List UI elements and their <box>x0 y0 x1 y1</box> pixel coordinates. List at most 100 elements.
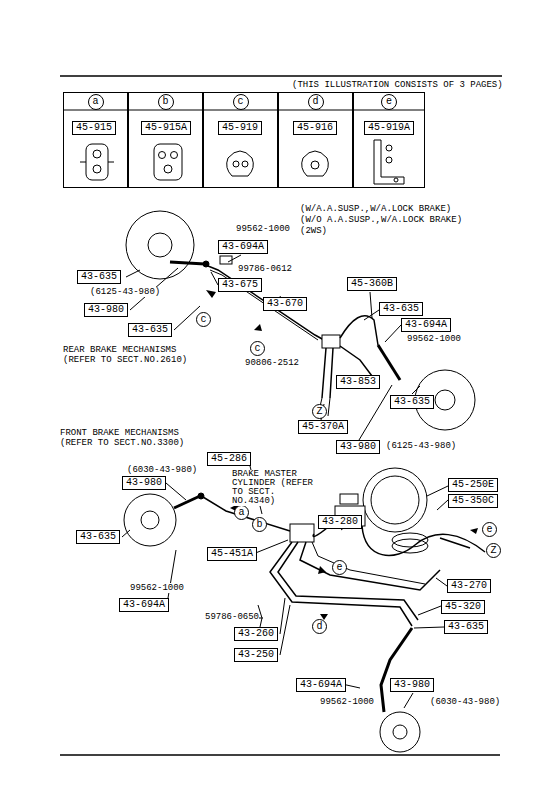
part-number: 43-980 <box>340 441 376 452</box>
callout-circle: Z <box>486 543 501 558</box>
callout-circle: e <box>482 522 497 537</box>
part-number-box: 45-320 <box>441 600 485 614</box>
part-number-box: 43-635 <box>379 302 423 316</box>
part-number-label: 99562-1000 <box>407 334 461 344</box>
part-number: 45-915 <box>76 122 112 133</box>
part-number: 43-250 <box>238 649 274 660</box>
part-number-box: 43-635 <box>76 530 120 544</box>
callout-circle: Z <box>312 404 327 419</box>
part-number-box: 43-980 <box>84 303 128 317</box>
note-text: (THIS ILLUSTRATION CONSISTS OF 3 PAGES) <box>292 80 503 90</box>
callout-letter: c <box>233 94 249 110</box>
part-number: 43-694A <box>222 241 264 252</box>
clip-cell: a 45-915 <box>63 92 128 188</box>
part-number: 43-280 <box>322 516 358 527</box>
part-number: 43-675 <box>222 279 258 290</box>
part-number: 43-694A <box>300 679 342 690</box>
callout-letter: e <box>336 562 342 573</box>
part-number-box: 43-675 <box>218 278 262 292</box>
part-number: 43-260 <box>238 628 274 639</box>
part-number: 43-853 <box>340 376 376 387</box>
part-number-label: (6030-43-980) <box>127 465 197 475</box>
part-number: 45-250E <box>452 479 494 490</box>
callout-letter: c <box>254 343 260 354</box>
part-number-label: (6030-43-980) <box>430 697 500 707</box>
part-number-box: 43-260 <box>234 627 278 641</box>
part-number-box: 43-853 <box>336 375 380 389</box>
note-text: (2WS) <box>300 226 327 236</box>
part-number: 45-915A <box>145 122 187 133</box>
part-number-box: 45-915 <box>72 121 116 135</box>
part-number: 45-350C <box>452 495 494 506</box>
part-number-label: 90806-2512 <box>245 358 299 368</box>
part-number-box: 45-916 <box>293 121 337 135</box>
part-number-box: 43-635 <box>77 270 121 284</box>
callout-letter: d <box>308 94 324 110</box>
clip-cell: d 45-916 <box>278 92 353 188</box>
part-number-box: 45-370A <box>298 420 348 434</box>
part-number: 43-980 <box>394 679 430 690</box>
callout-circle: a <box>234 505 249 520</box>
part-number-box: 43-694A <box>119 598 169 612</box>
part-number-box: 43-270 <box>447 579 491 593</box>
callout-letter: e <box>486 524 492 535</box>
part-number-box: 43-635 <box>444 620 488 634</box>
part-number-box: 45-360B <box>347 277 397 291</box>
part-number: 45-370A <box>302 421 344 432</box>
part-number-label: (6125-43-980) <box>90 287 160 297</box>
note-text: (W/O A.A.SUSP.,W/A.LOCK BRAKE) <box>300 215 462 225</box>
part-number-box: 43-694A <box>218 240 268 254</box>
part-number: 43-635 <box>383 303 419 314</box>
part-number-box: 45-919 <box>218 121 262 135</box>
part-number: 43-980 <box>88 304 124 315</box>
part-number-label: (6125-43-980) <box>386 441 456 451</box>
part-number-box: 43-980 <box>122 476 166 490</box>
callout-circle: d <box>312 619 327 634</box>
callout-letter: a <box>238 507 244 518</box>
callout-letter: Z <box>316 406 322 417</box>
part-number: 43-694A <box>123 599 165 610</box>
part-number: 43-270 <box>451 580 487 591</box>
part-number: 45-919 <box>222 122 258 133</box>
callout-letter: c <box>200 314 206 325</box>
part-number-box: 45-250E <box>448 478 498 492</box>
part-number: 43-635 <box>80 531 116 542</box>
callout-circle: c <box>250 341 265 356</box>
part-number-label: 99562-1000 <box>130 583 184 593</box>
part-number: 45-916 <box>297 122 333 133</box>
clip-cell: b45-915A <box>128 92 203 188</box>
part-number: 43-635 <box>448 621 484 632</box>
part-number-box: 43-694A <box>296 678 346 692</box>
part-number-box: 43-280 <box>318 515 362 529</box>
part-number-label: 99562-1000 <box>320 697 374 707</box>
callout-letter: d <box>316 621 322 632</box>
callout-letter: b <box>256 519 262 530</box>
note-text: FRONT BRAKE MECHANISMS (REFER TO SECT.NO… <box>60 428 190 448</box>
part-number: 43-635 <box>132 324 168 335</box>
part-number-box: 43-980 <box>390 678 434 692</box>
part-number-box: 45-915A <box>141 121 191 135</box>
clip-cell: e45-919A <box>353 92 425 188</box>
part-number: 45-919A <box>368 122 410 133</box>
part-number: 43-980 <box>126 477 162 488</box>
callout-letter: a <box>88 94 104 110</box>
part-number: 45-360B <box>351 278 393 289</box>
part-number: 45-320 <box>445 601 481 612</box>
part-number: 43-670 <box>267 298 303 309</box>
note-text: BRAKE MASTER CYLINDER (REFER TO SECT. NO… <box>232 470 316 506</box>
callout-circle: c <box>196 312 211 327</box>
part-number-box: 45-451A <box>207 547 257 561</box>
clip-cell: c 45-919 <box>203 92 278 188</box>
part-number: 45-451A <box>211 548 253 559</box>
part-number-box: 43-635 <box>128 323 172 337</box>
note-text: (W/A.A.SUSP.,W/A.LOCK BRAKE) <box>300 204 451 214</box>
part-number-box: 43-250 <box>234 648 278 662</box>
part-number-box: 43-980 <box>336 440 380 454</box>
part-number: 43-635 <box>81 271 117 282</box>
part-number: 43-694A <box>405 319 447 330</box>
note-text: REAR BRAKE MECHANISMS (REFER TO SECT.NO.… <box>63 345 193 365</box>
part-number: 43-635 <box>394 396 430 407</box>
part-number: 45-286 <box>211 453 247 464</box>
part-number-label: 59786-0650 <box>205 612 259 622</box>
